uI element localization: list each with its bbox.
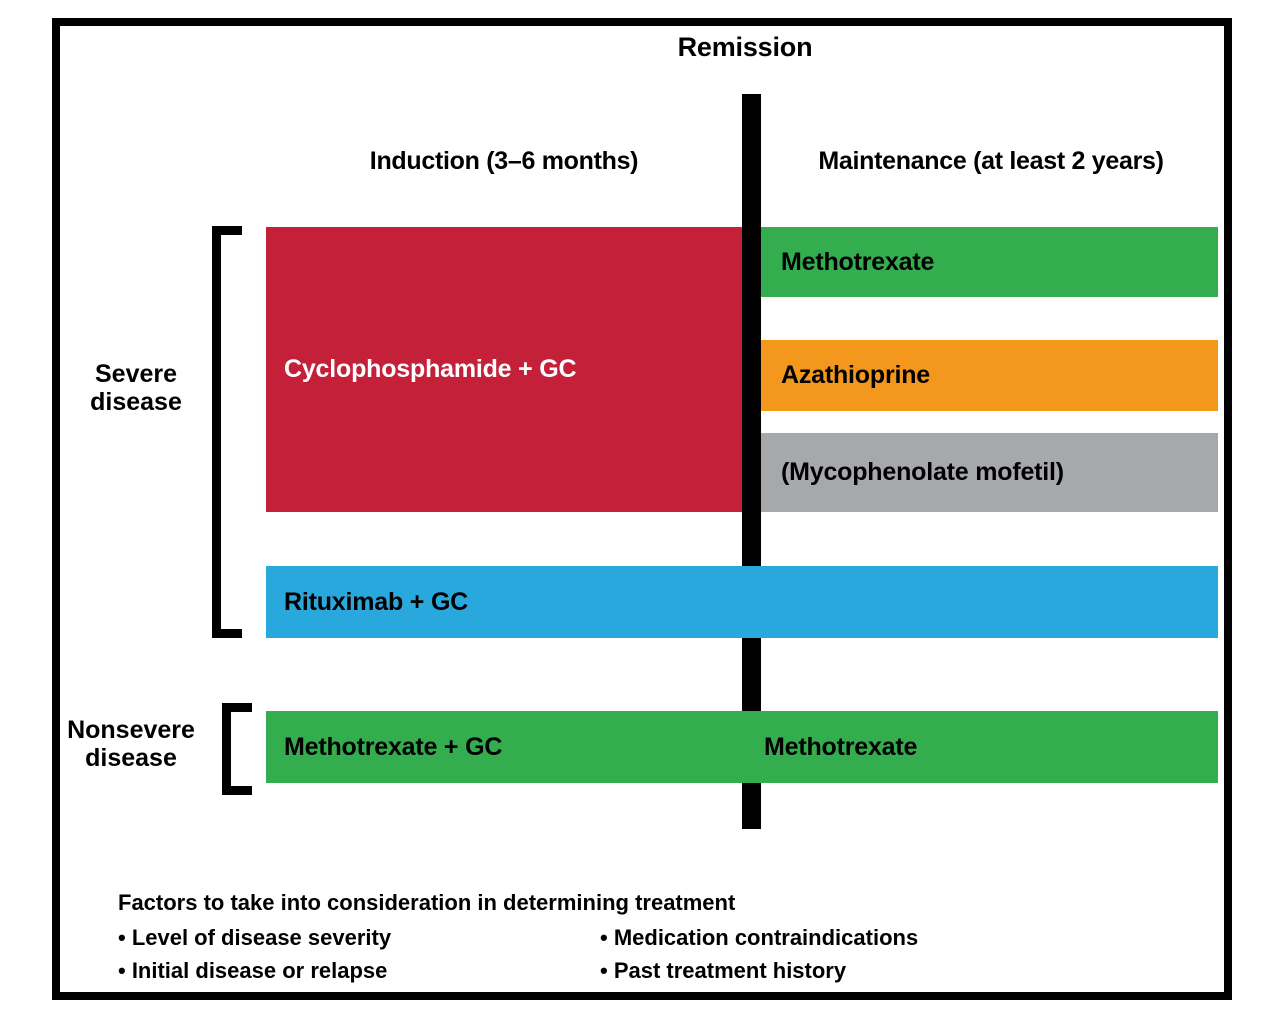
bracket-nonsevere-disease xyxy=(222,703,252,795)
bracket-severe-disease xyxy=(212,226,242,638)
treatment-bar-label-cyclophosphamide: Cyclophosphamide + GC xyxy=(284,355,577,383)
group-label-severe-line1: Severe xyxy=(94,360,178,388)
group-label-nonsevere-line2: disease xyxy=(85,744,177,772)
treatment-bar-rituximab: Rituximab + GC xyxy=(266,566,1218,638)
footer-item: • Level of disease severity xyxy=(118,925,392,950)
footer-heading: Factors to take into consideration in de… xyxy=(118,890,736,915)
group-label-nonsevere-disease: Nonsevere disease xyxy=(52,716,210,772)
treatment-bar-label-methotrexate-nonsevere-induction: Methotrexate + GC xyxy=(284,732,503,761)
group-label-severe-disease: Severe disease xyxy=(62,360,210,416)
treatment-bar-cyclophosphamide: Cyclophosphamide + GC xyxy=(266,227,742,512)
group-label-severe-line2: disease xyxy=(90,388,182,416)
footer-notes: Factors to take into consideration in de… xyxy=(118,890,1178,983)
treatment-bar-label-mycophenolate-mofetil: (Mycophenolate mofetil) xyxy=(781,458,1064,486)
footer-item: • Past treatment history xyxy=(600,958,847,984)
footer-item: • Medication contraindications xyxy=(600,925,919,950)
group-label-nonsevere-line1: Nonsevere xyxy=(67,716,195,744)
remission-title: Remission xyxy=(677,32,813,62)
column-header-maintenance: Maintenance (at least 2 years) xyxy=(818,147,1164,175)
column-header-induction: Induction (3–6 months) xyxy=(369,147,639,175)
treatment-bar-label-methotrexate-nonsevere-maintenance: Methotrexate xyxy=(764,732,918,761)
treatment-bar-label-rituximab: Rituximab + GC xyxy=(284,587,469,616)
treatment-bar-label-methotrexate-maintenance: Methotrexate xyxy=(781,247,935,276)
treatment-bar-methotrexate-maintenance: Methotrexate xyxy=(761,227,1218,297)
footer-item: • Initial disease or relapse xyxy=(118,958,388,984)
remission-divider-line xyxy=(742,94,761,829)
treatment-bar-mycophenolate-mofetil: (Mycophenolate mofetil) xyxy=(761,433,1218,512)
footer-column-right: • Medication contraindications • Past tr… xyxy=(600,921,1120,988)
treatment-bar-methotrexate-nonsevere: Methotrexate + GC Methotrexate xyxy=(266,711,1218,783)
treatment-bar-label-azathioprine: Azathioprine xyxy=(781,361,930,389)
footer-column-left: • Level of disease severity • Initial di… xyxy=(118,921,598,988)
treatment-bar-azathioprine: Azathioprine xyxy=(761,340,1218,411)
